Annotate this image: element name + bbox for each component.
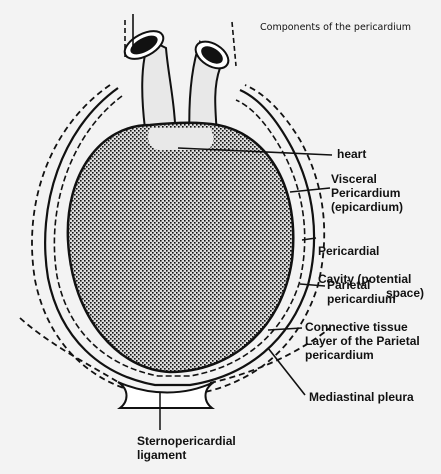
leader-visceral xyxy=(290,188,330,192)
label-visceral-pericardium: Visceral Pericardium (epicardium) xyxy=(331,172,403,214)
label-cavity-line1: Pericardial xyxy=(318,244,379,258)
label-connective-tissue: Connective tissue Layer of the Parietal … xyxy=(305,320,420,362)
label-sternopericardial-ligament: Sternopericardial ligament xyxy=(137,434,236,462)
label-mediastinal-pleura: Mediastinal pleura xyxy=(309,390,414,404)
diagram-caption: Components of the pericardium xyxy=(260,22,438,33)
heart-shape xyxy=(68,123,293,372)
label-parietal-pericardium: Parietal pericardium xyxy=(327,278,396,306)
label-heart: heart xyxy=(337,147,366,161)
